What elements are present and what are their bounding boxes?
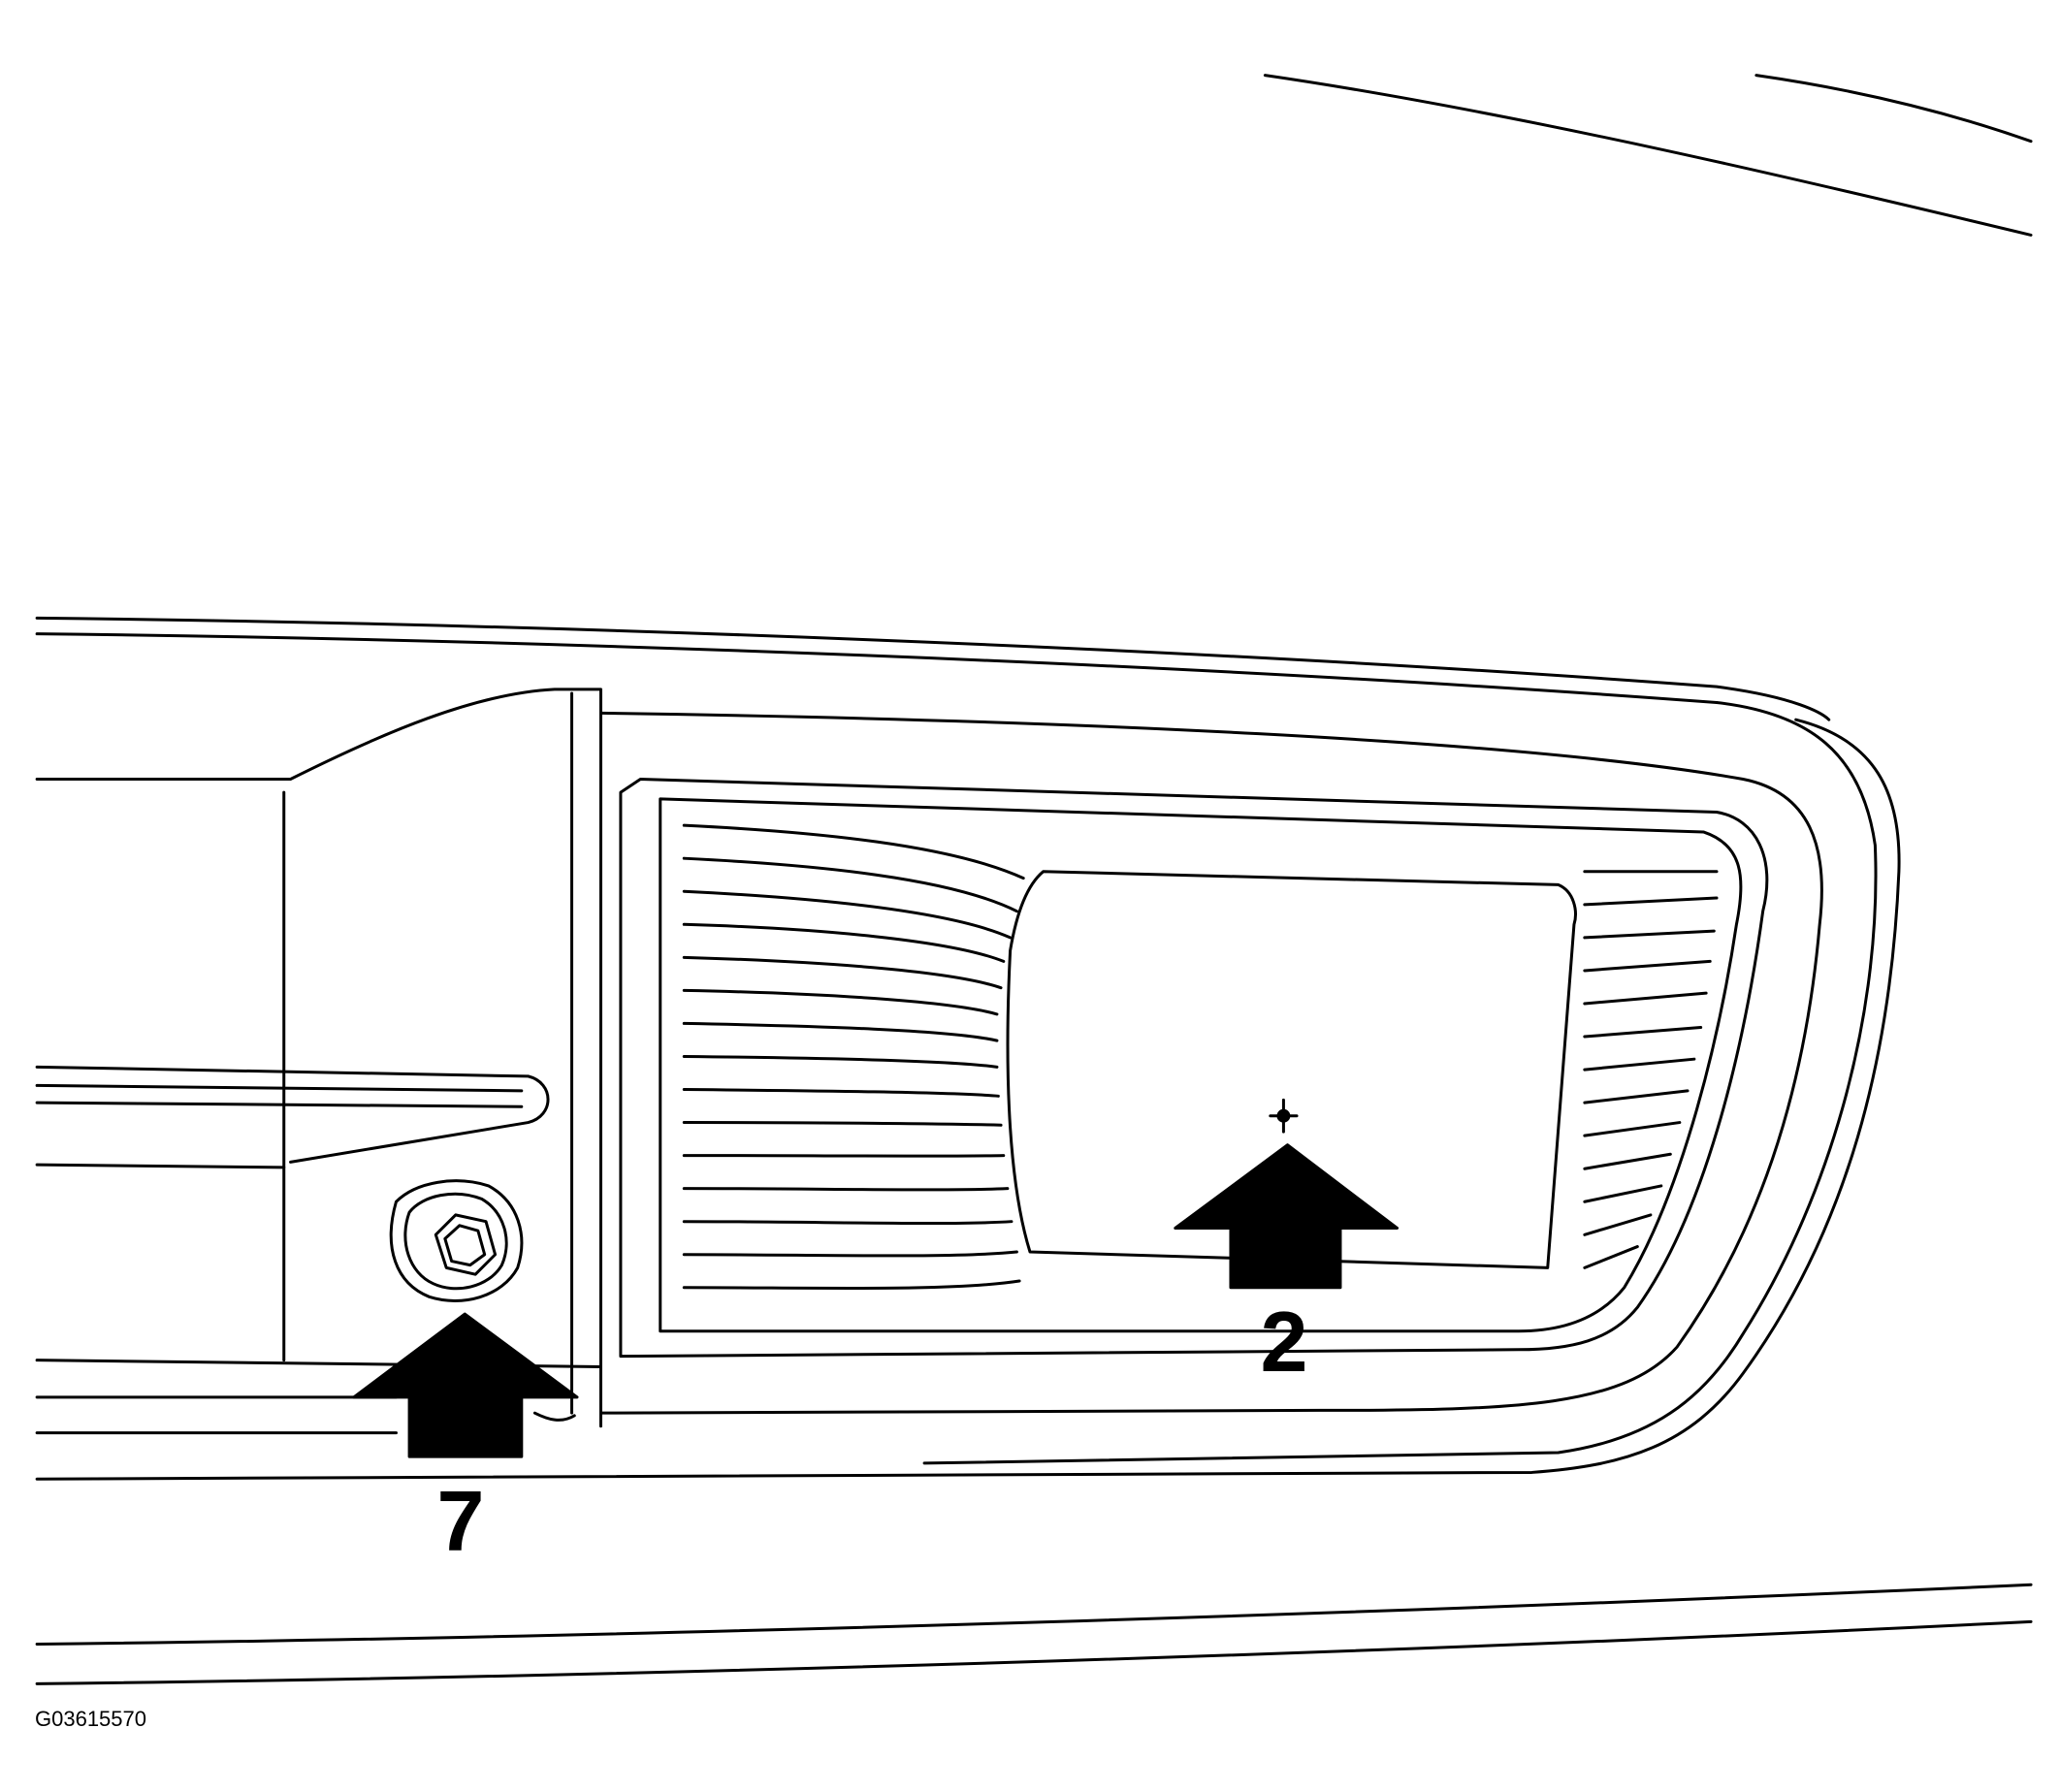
- callout-arrow-2: [1175, 1145, 1398, 1288]
- mounting-bolt: [391, 1181, 522, 1301]
- bumper-contour-lines: [37, 76, 2031, 1684]
- bezel-outline: [37, 702, 1899, 1479]
- reflector-lines-right: [1585, 872, 1717, 1268]
- callout-arrow-7: [354, 1314, 577, 1456]
- lamp-housing: [621, 779, 1767, 1356]
- callout-label-7: 7: [436, 1473, 485, 1569]
- figure-id: G03615570: [35, 1707, 146, 1731]
- fog-lamp-lens: [1008, 872, 1575, 1268]
- lens-center-mark: [1271, 1100, 1297, 1132]
- mounting-bracket: [37, 689, 600, 1433]
- callout-label-2: 2: [1260, 1294, 1308, 1390]
- reflector-lines-left: [684, 825, 1023, 1288]
